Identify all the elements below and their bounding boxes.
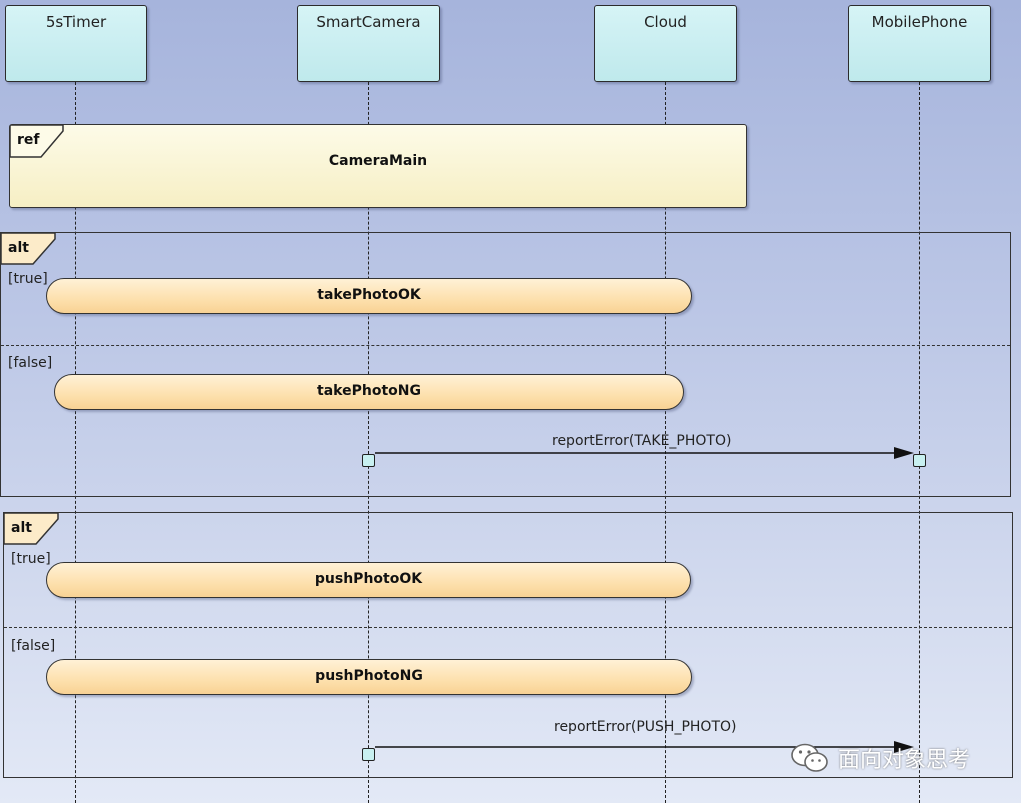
frame-tag-shape	[10, 125, 64, 158]
lifeline-head-5stimer[interactable]: 5sTimer	[5, 5, 147, 82]
alt-frame-takephoto[interactable]: alt	[0, 232, 1011, 497]
alt-divider	[4, 627, 1012, 628]
activation-mobilephone	[913, 454, 926, 467]
alt-tag: alt	[11, 520, 32, 536]
watermark: 面向对象思考	[790, 742, 970, 774]
guard-true: [true]	[8, 271, 48, 287]
frame-tag-shape	[1, 233, 56, 265]
activation-smartcamera	[362, 748, 375, 761]
ref-title: CameraMain	[328, 153, 428, 169]
interaction-push-photo-ok[interactable]: pushPhotoOK	[46, 562, 691, 598]
lifeline-label: SmartCamera	[316, 13, 421, 31]
guard-false: [false]	[8, 355, 53, 371]
message-arrow-report-error-take-photo	[375, 447, 914, 459]
lifeline-head-cloud[interactable]: Cloud	[594, 5, 737, 82]
guard-true: [true]	[11, 551, 51, 567]
frame-tag-shape	[4, 513, 59, 545]
activation-smartcamera	[362, 454, 375, 467]
alt-frame-pushphoto[interactable]: alt	[3, 512, 1013, 778]
interaction-push-photo-ng[interactable]: pushPhotoNG	[46, 659, 692, 695]
alt-divider	[1, 345, 1010, 346]
alt-tag: alt	[8, 240, 29, 256]
guard-false: [false]	[11, 638, 56, 654]
message-label-report-error-take-photo: reportError(TAKE_PHOTO)	[552, 433, 732, 449]
lifeline-label: 5sTimer	[45, 13, 107, 31]
lifeline-mobilephone	[919, 82, 920, 803]
lifeline-label: MobilePhone	[871, 13, 968, 31]
ref-frame-cameramain[interactable]: ref CameraMain	[9, 124, 747, 208]
interaction-take-photo-ok[interactable]: takePhotoOK	[46, 278, 692, 314]
lifeline-label: Cloud	[644, 13, 687, 31]
message-label-report-error-push-photo: reportError(PUSH_PHOTO)	[554, 719, 737, 735]
interaction-take-photo-ng[interactable]: takePhotoNG	[54, 374, 684, 410]
lifeline-smartcamera	[368, 82, 369, 803]
lifeline-5stimer	[75, 82, 76, 803]
ref-tag: ref	[17, 132, 40, 148]
lifeline-cloud	[665, 82, 666, 803]
watermark-text: 面向对象思考	[838, 748, 971, 773]
lifeline-head-smartcamera[interactable]: SmartCamera	[297, 5, 440, 82]
lifeline-head-mobilephone[interactable]: MobilePhone	[848, 5, 991, 82]
wechat-icon	[791, 743, 828, 772]
